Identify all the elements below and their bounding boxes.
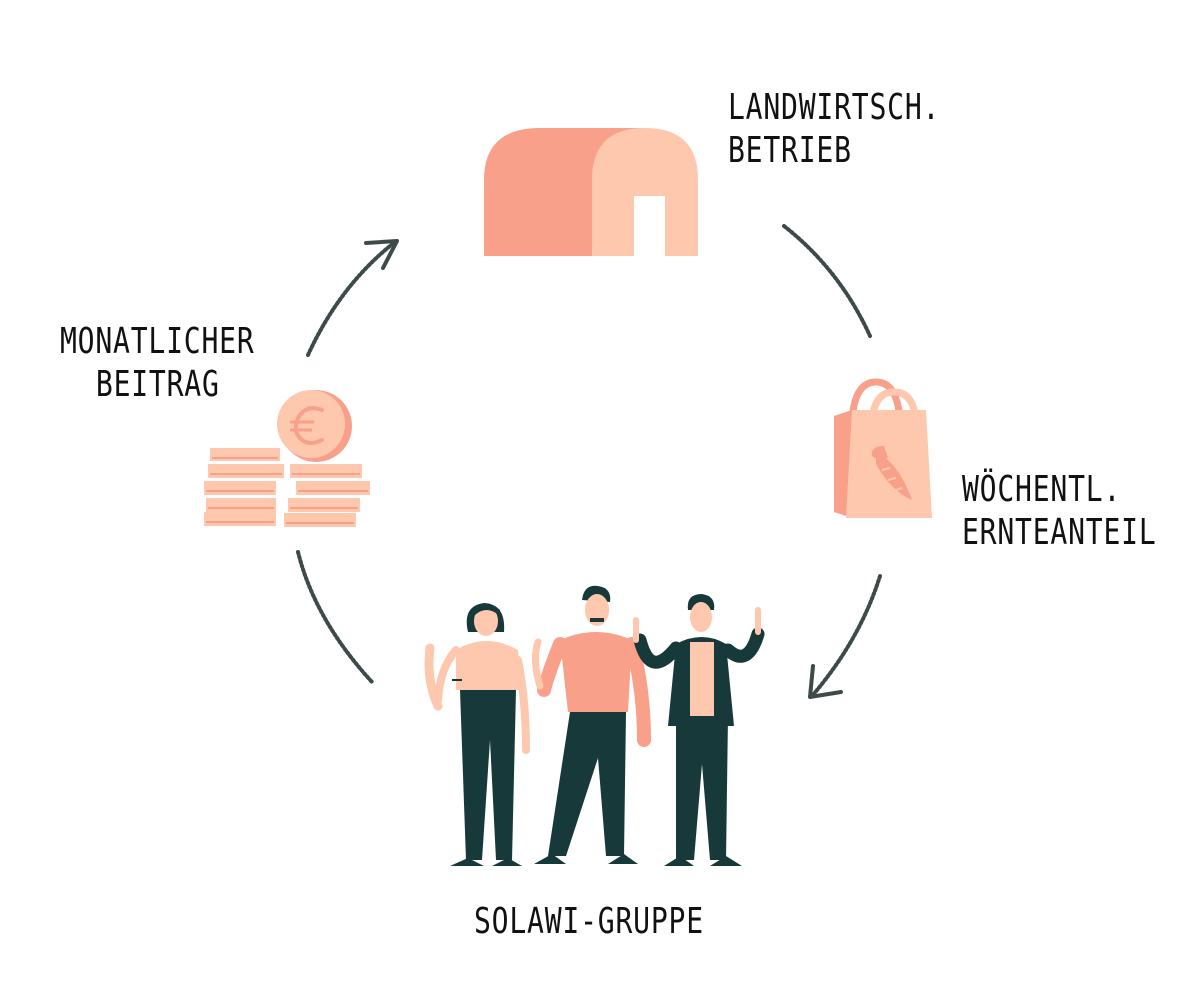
person-man-middle <box>531 585 651 864</box>
arrowhead-bottom-right <box>808 664 843 699</box>
cycle-arrows <box>296 224 882 698</box>
arrowhead-top-left <box>364 239 399 270</box>
arrow-farm-to-share <box>782 224 872 338</box>
euro-coins-icon <box>204 390 370 527</box>
label-contribution-line-1: MONATLICHER <box>60 321 255 362</box>
person-man-right <box>633 594 765 866</box>
greenhouse-icon <box>484 128 698 256</box>
label-farm-line-2: BETRIEB <box>728 130 852 172</box>
label-farm: LANDWIRTSCH. BETRIEB <box>728 86 940 172</box>
label-group-text: SOLAWI-GRUPPE <box>474 901 704 942</box>
arrow-group-to-contribution <box>296 550 374 684</box>
label-harvest-share-line-2: ERNTEANTEIL <box>962 512 1157 554</box>
arrow-share-to-group <box>810 574 882 698</box>
label-farm-line-1: LANDWIRTSCH. <box>728 87 941 128</box>
person-woman <box>424 603 530 866</box>
label-group: SOLAWI-GRUPPE <box>474 900 704 943</box>
label-contribution-line-2: BEITRAG <box>95 364 220 406</box>
people-group-icon <box>424 585 765 866</box>
arrow-heads <box>364 239 843 699</box>
shopping-bag-carrot-icon <box>834 378 932 518</box>
label-contribution: MONATLICHER BEITRAG <box>60 320 255 406</box>
label-harvest-share-line-1: WÖCHENTL. <box>962 469 1122 510</box>
arrow-contribution-to-farm <box>306 240 397 357</box>
label-harvest-share: WÖCHENTL. ERNTEANTEIL <box>962 468 1157 554</box>
